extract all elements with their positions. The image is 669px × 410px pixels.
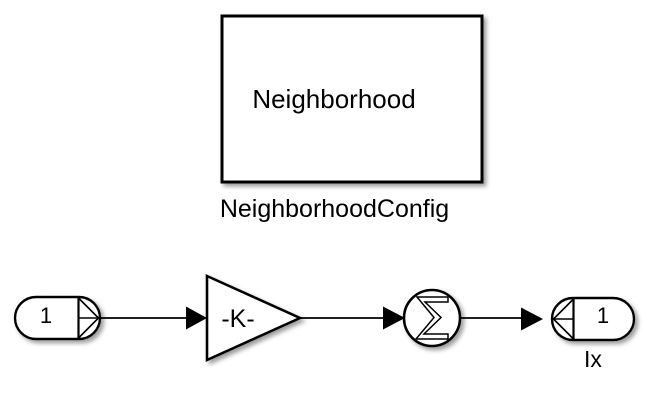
signal-arrowhead — [186, 306, 207, 330]
signal-inport-to-gain[interactable] — [99, 306, 207, 330]
inport-block-value: 1 — [39, 303, 53, 328]
subsystem-block[interactable] — [220, 14, 484, 184]
inport-block[interactable] — [13, 295, 102, 341]
outport-block-caption: Ix — [584, 346, 602, 372]
subsystem-block-label: Neighborhood — [0, 86, 669, 112]
gain-block-value: -K- — [221, 305, 255, 333]
subsystem-block-body[interactable] — [220, 14, 484, 184]
signal-arrowhead — [383, 306, 405, 330]
outport-block-value: 1 — [596, 303, 610, 328]
signal-gain-to-sum[interactable] — [300, 306, 405, 330]
signal-sum-to-outport[interactable] — [460, 307, 543, 331]
subsystem-block-caption: NeighborhoodConfig — [219, 195, 450, 223]
sigma-icon — [414, 296, 449, 340]
subsystem-block-label-text: Neighborhood — [252, 84, 416, 114]
outport-block[interactable] — [550, 296, 636, 342]
signal-arrowhead — [521, 307, 543, 331]
